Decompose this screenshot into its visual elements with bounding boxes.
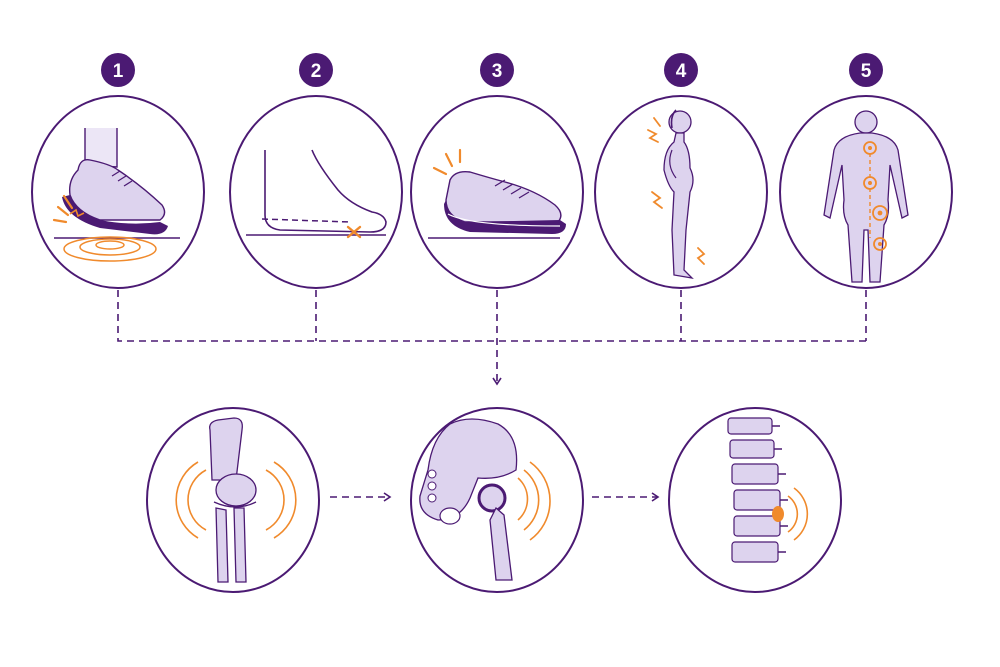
step-number-1: 1 (113, 61, 124, 82)
flat-foot-arch-icon (246, 149, 387, 239)
step-number-2: 2 (311, 61, 322, 82)
step-number-3: 3 (492, 61, 503, 82)
outcome-circle-hip (410, 407, 584, 593)
heel-strike-shoe-icon (52, 128, 180, 262)
step-badge-1: 1 (101, 53, 135, 87)
lower-spine-pain-icon (727, 417, 809, 563)
step-badge-4: 4 (664, 53, 698, 87)
outcome-circle-knee (146, 407, 320, 593)
body-pain-points-icon (823, 110, 909, 283)
outcome-circle-spine (668, 407, 842, 593)
step-badge-3: 3 (480, 53, 514, 87)
posture-side-profile-icon (647, 109, 706, 279)
step-circle-2 (229, 95, 403, 289)
step-number-4: 4 (676, 61, 687, 82)
hip-joint-pain-icon (419, 418, 551, 581)
step-badge-2: 2 (299, 53, 333, 87)
step-badge-5: 5 (849, 53, 883, 87)
step-circle-1 (31, 95, 205, 289)
knee-joint-pain-icon (175, 417, 297, 583)
connector-lines (117, 290, 867, 386)
step-circle-5 (779, 95, 953, 289)
step-circle-4 (594, 95, 768, 289)
worn-shoe-icon (428, 148, 566, 239)
step-number-5: 5 (861, 61, 872, 82)
step-circle-3 (410, 95, 584, 289)
